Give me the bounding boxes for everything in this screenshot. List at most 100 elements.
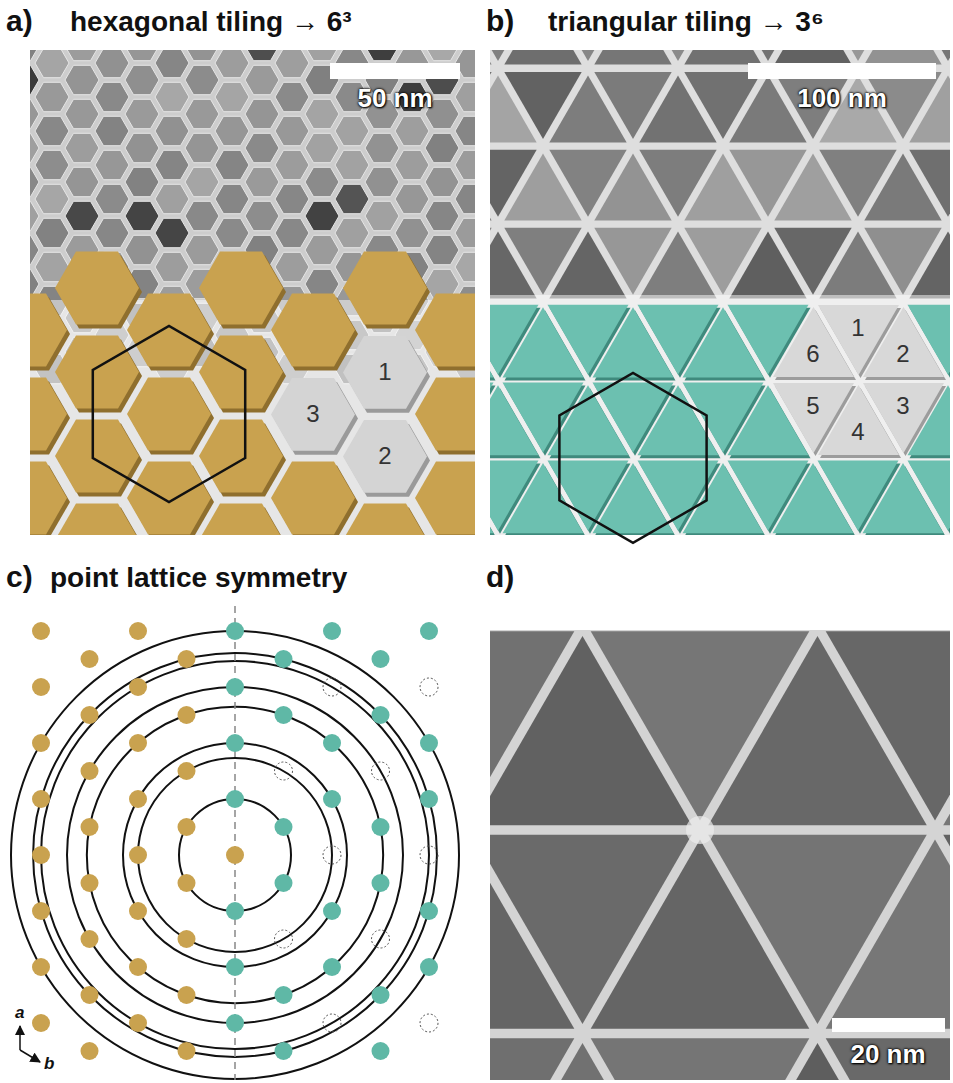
tem-particle — [909, 231, 950, 298]
tem-particle — [245, 133, 279, 162]
lattice-point — [420, 734, 438, 752]
tem-particle — [245, 201, 279, 230]
scale-bar-label: 100 nm — [797, 84, 887, 114]
lattice-point — [226, 622, 244, 640]
lattice-point — [178, 930, 196, 948]
lattice-point — [372, 1042, 390, 1060]
lattice-point — [226, 958, 244, 976]
tem-particle — [909, 150, 950, 217]
lattice-point — [129, 678, 147, 696]
scale-bar-label: 20 nm — [850, 1040, 925, 1070]
tem-particle — [155, 82, 189, 111]
lattice-point — [323, 958, 341, 976]
tem-particle — [30, 65, 39, 94]
lattice-point — [32, 622, 50, 640]
tile-face — [271, 378, 355, 451]
numbered-hexagon: 1 — [343, 336, 427, 409]
lattice-point — [226, 678, 244, 696]
tem-particle — [305, 167, 339, 196]
hexagon-tile — [271, 462, 355, 535]
lattice-point — [323, 790, 341, 808]
lattice-point — [129, 902, 147, 920]
tem-particle — [395, 150, 429, 179]
lattice-point — [275, 874, 293, 892]
lattice-point — [420, 902, 438, 920]
tem-particle — [125, 99, 159, 128]
tem-particle — [30, 133, 39, 162]
numbered-triangle: 2 — [863, 307, 944, 377]
lattice-point — [275, 706, 293, 724]
tem-particle — [490, 50, 492, 65]
hexagon-tile — [55, 420, 139, 493]
hexagon-tile — [199, 504, 283, 535]
tem-particle — [35, 184, 69, 213]
lattice-point — [178, 874, 196, 892]
tem-particle — [245, 167, 279, 196]
tem-particle — [35, 218, 69, 247]
tem-particle — [594, 50, 671, 65]
lattice-point — [372, 874, 390, 892]
tem-particle — [35, 116, 69, 145]
hexagon-tile — [55, 336, 139, 409]
tem-particle — [35, 50, 69, 78]
lattice-point — [226, 790, 244, 808]
tem-particle — [125, 201, 159, 230]
lattice-point — [81, 818, 99, 836]
lattice-point — [81, 1042, 99, 1060]
tem-particle — [365, 201, 399, 230]
tem-particle — [215, 50, 249, 78]
tem-particle — [215, 184, 249, 213]
lattice-point — [178, 706, 196, 724]
tem-particle — [30, 167, 39, 196]
tem-particle — [275, 82, 309, 111]
tem-particle — [490, 1038, 574, 1080]
tem-particle — [774, 50, 851, 65]
tem-particle — [826, 1038, 950, 1080]
lattice-point — [81, 650, 99, 668]
lattice-point — [178, 1042, 196, 1060]
hexagon-tile — [127, 378, 211, 451]
tem-particle — [275, 116, 309, 145]
tem-particle — [95, 218, 129, 247]
tem-background — [30, 50, 475, 535]
tem-particle — [909, 50, 950, 61]
lattice-point — [420, 790, 438, 808]
tem-particle — [245, 65, 279, 94]
tile-face — [773, 383, 854, 453]
vacant-point — [420, 1014, 438, 1032]
tem-particle — [65, 99, 99, 128]
vacant-point — [420, 678, 438, 696]
tem-particle — [395, 218, 429, 247]
tem-particle — [185, 201, 219, 230]
tile-number: 2 — [896, 341, 909, 367]
tem-particle — [65, 50, 99, 61]
tem-particle — [335, 218, 369, 247]
tem-particle — [455, 116, 475, 145]
tem-particle — [125, 167, 159, 196]
fade-overlay — [30, 300, 475, 535]
hexagon-tile — [199, 420, 283, 493]
tile-number: 5 — [806, 393, 819, 419]
lattice-point — [178, 818, 196, 836]
tile-number: 6 — [806, 341, 819, 367]
tem-particle — [365, 167, 399, 196]
symmetry-outline — [559, 373, 706, 543]
tem-particle — [185, 65, 219, 94]
tem-particle — [425, 235, 459, 264]
hexagon-tile — [271, 294, 355, 367]
tem-particle — [305, 99, 339, 128]
tile-number: 4 — [851, 419, 864, 445]
tem-particle — [30, 235, 39, 264]
tem-particle — [864, 50, 941, 65]
tem-particle — [305, 235, 339, 264]
panel-letter: c) — [6, 560, 33, 595]
tem-particle — [305, 133, 339, 162]
lattice-point — [32, 1014, 50, 1032]
axis-label: a — [15, 1003, 24, 1023]
lattice-point — [129, 958, 147, 976]
tem-particle — [335, 116, 369, 145]
tem-particle — [455, 150, 475, 179]
tem-particle — [365, 133, 399, 162]
lattice-point — [372, 706, 390, 724]
